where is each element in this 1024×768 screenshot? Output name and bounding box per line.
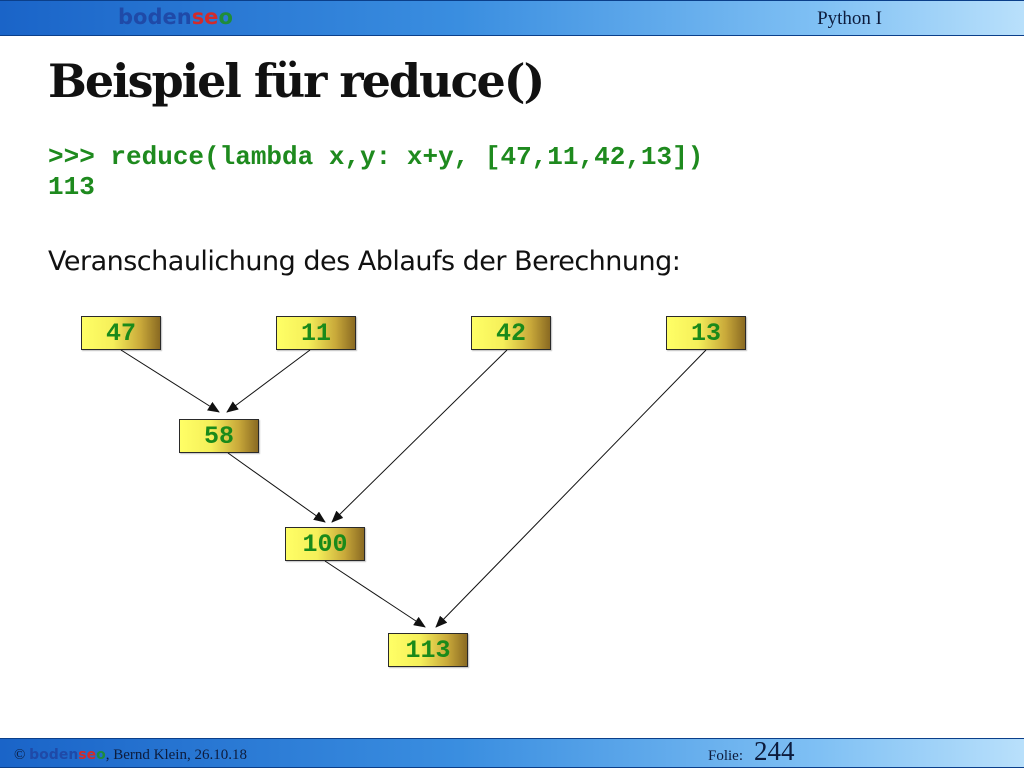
code-line-output: 113: [48, 172, 95, 202]
edge-13-to-113: [435, 349, 707, 628]
node-11: 11: [276, 316, 356, 350]
code-line-input: >>> reduce(lambda x,y: x+y, [47,11,42,13…: [48, 142, 704, 172]
course-title: Python I: [817, 8, 882, 29]
bodenseo-logo: bodenseo: [118, 5, 233, 29]
edge-42-to-100: [331, 349, 508, 523]
diagram-caption: Veranschaulichung des Ablaufs der Berech…: [48, 246, 681, 277]
edge-47-to-58: [120, 349, 220, 413]
edge-100-to-113: [324, 560, 426, 628]
slide-title: Beispiel für reduce(): [48, 54, 545, 108]
slide-number: 244: [754, 736, 795, 766]
header-bar: bodenseo Python I: [0, 0, 1024, 36]
author-date: , Bernd Klein, 26.10.18: [105, 747, 247, 763]
node-100: 100: [285, 527, 365, 561]
edge-58-to-100: [227, 452, 326, 523]
node-58: 58: [179, 419, 259, 453]
copyright-symbol: ©: [14, 747, 30, 763]
slide-number-label: Folie:: [708, 748, 744, 764]
footer-credit: © bodenseo, Bernd Klein, 26.10.18: [14, 747, 247, 764]
node-113: 113: [388, 633, 468, 667]
edge-11-to-58: [226, 349, 311, 413]
footer-bar: © bodenseo, Bernd Klein, 26.10.18 Folie:…: [0, 736, 1024, 768]
node-13: 13: [666, 316, 746, 350]
footer-logo: bodenseo: [29, 747, 106, 763]
node-42: 42: [471, 316, 551, 350]
node-47: 47: [81, 316, 161, 350]
